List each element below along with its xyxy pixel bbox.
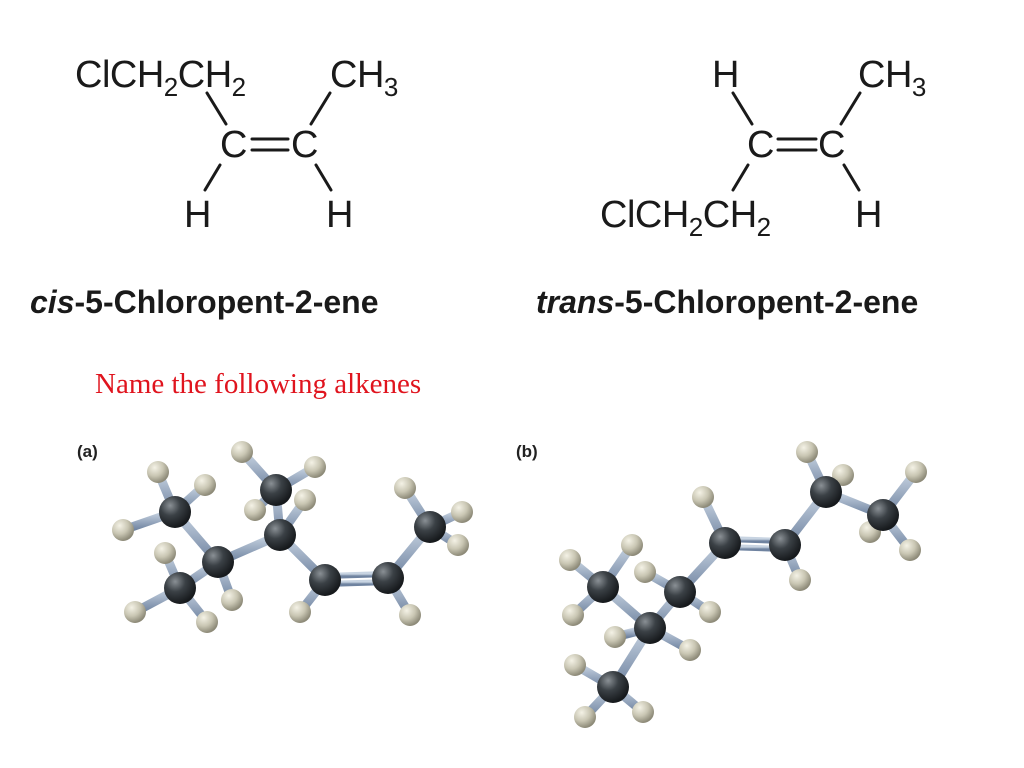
trans-bottom-left-group: ClCH2CH2: [600, 194, 771, 242]
trans-top-left-hydrogen: H: [712, 54, 739, 96]
model-b-hydrogen-atom: [559, 549, 581, 571]
model-a-hydrogen-atom: [289, 601, 311, 623]
model-a-carbon-atom: [414, 511, 446, 543]
model-b-hydrogen-atom: [789, 569, 811, 591]
question-prompt: Name the following alkenes: [95, 368, 422, 400]
model-b-hydrogen-atom: [796, 441, 818, 463]
trans-bonds: [731, 91, 862, 192]
model-b-hydrogen-atom: [832, 464, 854, 486]
model-b-hydrogen-atom: [574, 706, 596, 728]
model-b-hydrogen-atom: [679, 639, 701, 661]
cis-name: cis-5-Chloropent-2-ene: [30, 284, 378, 321]
model-a-hydrogen-atom: [244, 499, 266, 521]
model-a-hydrogen-atom: [394, 477, 416, 499]
model-b: [559, 441, 927, 728]
trans-name-rest: -5-Chloropent-2-ene: [614, 284, 919, 320]
panel-a-label: (a): [77, 442, 98, 461]
model-b-carbon-atom: [597, 671, 629, 703]
model-b-hydrogen-atom: [634, 561, 656, 583]
model-b-hydrogen-atom: [899, 539, 921, 561]
model-a: [112, 441, 473, 633]
model-b-carbon-atom: [810, 476, 842, 508]
trans-carbon-2: C: [818, 124, 845, 166]
model-a-carbon-atom: [264, 519, 296, 551]
model-a-carbon-atom: [372, 562, 404, 594]
model-a-hydrogen-atom: [147, 461, 169, 483]
model-a-carbon-atom: [309, 564, 341, 596]
model-a-carbon-atom: [260, 474, 292, 506]
model-b-hydrogen-atom: [562, 604, 584, 626]
cis-bottom-left-hydrogen: H: [184, 194, 211, 236]
model-b-carbon-atom: [769, 529, 801, 561]
model-a-carbon-atom: [159, 496, 191, 528]
trans-structure: H CH3 C C ClCH2CH2 H: [0, 0, 1024, 260]
model-a-hydrogen-atom: [221, 589, 243, 611]
cis-top-right-group: CH3: [330, 54, 398, 102]
trans-top-right-group: CH3: [858, 54, 926, 102]
model-a-hydrogen-atom: [399, 604, 421, 626]
cis-name-rest: -5-Chloropent-2-ene: [74, 284, 379, 320]
model-b-hydrogen-atom: [692, 486, 714, 508]
model-a-carbon-atom: [202, 546, 234, 578]
model-b-hydrogen-atom: [699, 601, 721, 623]
model-b-hydrogen-atom: [564, 654, 586, 676]
model-a-hydrogen-atom: [304, 456, 326, 478]
panel-b-label: (b): [516, 442, 538, 461]
trans-name: trans-5-Chloropent-2-ene: [536, 284, 918, 321]
model-a-carbon-atom: [164, 572, 196, 604]
model-b-carbon-atom: [587, 571, 619, 603]
model-b-hydrogen-atom: [604, 626, 626, 648]
model-a-hydrogen-atom: [194, 474, 216, 496]
model-b-hydrogen-atom: [632, 701, 654, 723]
model-a-hydrogen-atom: [231, 441, 253, 463]
model-a-hydrogen-atom: [447, 534, 469, 556]
model-b-carbon-atom: [634, 612, 666, 644]
model-a-hydrogen-atom: [112, 519, 134, 541]
model-b-carbon-atom: [709, 527, 741, 559]
trans-carbon-1: C: [747, 124, 774, 166]
model-b-hydrogen-atom: [905, 461, 927, 483]
model-a-hydrogen-atom: [451, 501, 473, 523]
cis-bonds: [203, 91, 333, 192]
cis-bottom-right-hydrogen: H: [326, 194, 353, 236]
cis-structure: ClCH2CH2 CH3 C C H H: [0, 0, 512, 260]
trans-bottom-right-hydrogen: H: [855, 194, 882, 236]
model-a-hydrogen-atom: [154, 542, 176, 564]
model-b-carbon-atom: [867, 499, 899, 531]
model-b-carbon-atom: [664, 576, 696, 608]
trans-name-prefix: trans: [536, 284, 615, 320]
cis-carbon-2: C: [291, 124, 318, 166]
model-a-hydrogen-atom: [196, 611, 218, 633]
model-a-hydrogen-atom: [124, 601, 146, 623]
cis-name-prefix: cis: [30, 284, 75, 320]
model-b-hydrogen-atom: [621, 534, 643, 556]
cis-top-left-group: ClCH2CH2: [75, 54, 246, 102]
cis-carbon-1: C: [220, 124, 247, 166]
model-a-hydrogen-atom: [294, 489, 316, 511]
